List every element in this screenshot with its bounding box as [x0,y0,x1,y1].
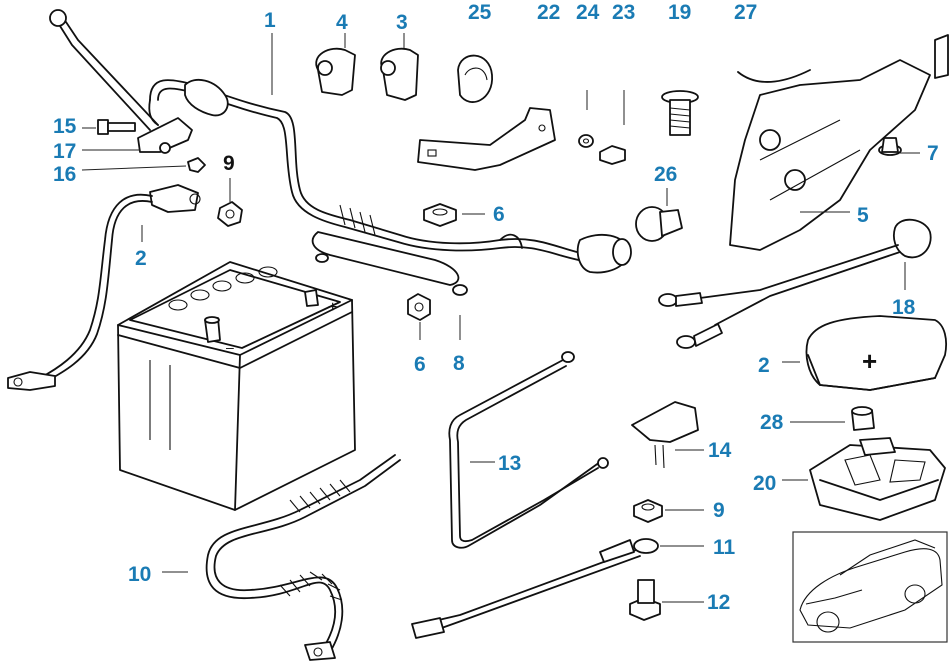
ground-strap-top [49,9,193,154]
bolt-12 [629,579,661,621]
car-thumbnail-icon [792,531,948,643]
callout-3: 3 [396,11,408,34]
callout-4: 4 [336,11,348,34]
callout-11: 11 [713,536,736,559]
callout-14: 14 [708,439,732,462]
cable-13 [448,351,609,549]
clip-4 [315,47,356,96]
bracket-5 [729,59,931,251]
cable-10 [205,454,401,661]
callout-27: 27 [734,1,758,24]
battery-minus-mark: – [226,339,234,355]
battery [117,261,356,511]
callout-13: 13 [498,452,522,475]
washer-24 [578,134,594,148]
cable-18 [658,218,932,349]
leader-lines [81,33,920,603]
callout-12: 12 [707,591,731,614]
bolt-23 [599,145,626,165]
callout-20: 20 [753,472,777,495]
callout-24: 24 [576,1,600,24]
callout-8: 8 [453,352,465,375]
cover-14 [631,401,699,469]
top-strip-mask [470,0,950,10]
nut-9 [217,201,243,227]
terminal-cover-21 [805,315,948,391]
bolt-15 [97,119,136,135]
callout-23: 23 [612,1,636,24]
callout-18: 18 [892,296,916,319]
battery-plus-mark: + [328,299,337,316]
bracket-22 [417,107,556,171]
callout-16: 16 [53,163,77,186]
callout-9b: 9 [713,499,725,522]
holder-20 [809,437,946,521]
callout-21: 2 [758,354,770,377]
grommet-25 [457,54,493,103]
negative-cable [7,184,201,391]
nut-6-lower [407,293,431,321]
main-cable [148,78,632,274]
nut-16 [187,157,206,173]
cap-nut-26 [635,206,683,242]
callout-26: 26 [654,163,678,186]
callout-7: 7 [927,142,939,165]
callout-22: 22 [537,1,561,24]
nut-9-lower [633,499,663,523]
callout-10: 10 [128,563,152,586]
cable-11 [411,538,659,639]
callout-15: 15 [53,115,77,138]
callout-28: 28 [760,411,784,434]
callout-9a: 9 [223,152,235,175]
bracket-edge [934,34,949,79]
callout-1: 1 [264,9,276,32]
cover-plus-mark: + [862,346,877,376]
bolt-19 [661,90,699,136]
callout-19: 19 [668,1,692,24]
cable-8 [311,231,468,296]
clip-7 [878,137,902,156]
callout-6a: 6 [493,203,505,226]
clip-3 [380,47,419,101]
callout-5: 5 [857,204,869,227]
callout-17: 17 [53,140,77,163]
callout-25: 25 [468,1,492,24]
callout-2a: 2 [135,247,147,270]
nut-6-upper [423,203,457,227]
callout-6b: 6 [414,353,426,376]
grommet-28 [851,406,875,431]
